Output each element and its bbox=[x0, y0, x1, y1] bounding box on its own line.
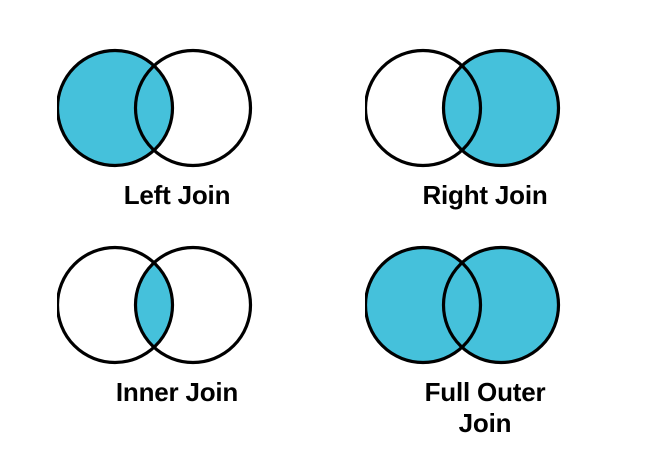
diagram-right-join: Right Join bbox=[365, 42, 605, 211]
diagram-label-left-join: Left Join bbox=[123, 180, 231, 210]
left-circle-outline bbox=[365, 48, 483, 168]
right-circle-outline bbox=[441, 48, 561, 168]
right-circle-outline bbox=[133, 48, 253, 168]
diagram-label-full-outer-join: Full Outer Join bbox=[424, 377, 546, 438]
left-circle-outline bbox=[365, 245, 483, 365]
right-circle-outline bbox=[133, 245, 253, 365]
right-circle-outline bbox=[441, 245, 561, 365]
venn-full-outer-join bbox=[365, 245, 561, 365]
left-circle-outline bbox=[57, 245, 175, 365]
diagram-label-inner-join: Inner Join bbox=[115, 377, 239, 407]
venn-right-join bbox=[365, 48, 561, 168]
diagram-label-right-join: Right Join bbox=[422, 180, 548, 210]
left-circle-outline bbox=[57, 48, 175, 168]
diagram-left-join: Left Join bbox=[57, 42, 297, 211]
venn-inner-join bbox=[57, 245, 253, 365]
venn-left-join bbox=[57, 48, 253, 168]
diagram-full-outer-join: Full Outer Join bbox=[365, 239, 605, 438]
diagram-inner-join: Inner Join bbox=[57, 239, 297, 408]
